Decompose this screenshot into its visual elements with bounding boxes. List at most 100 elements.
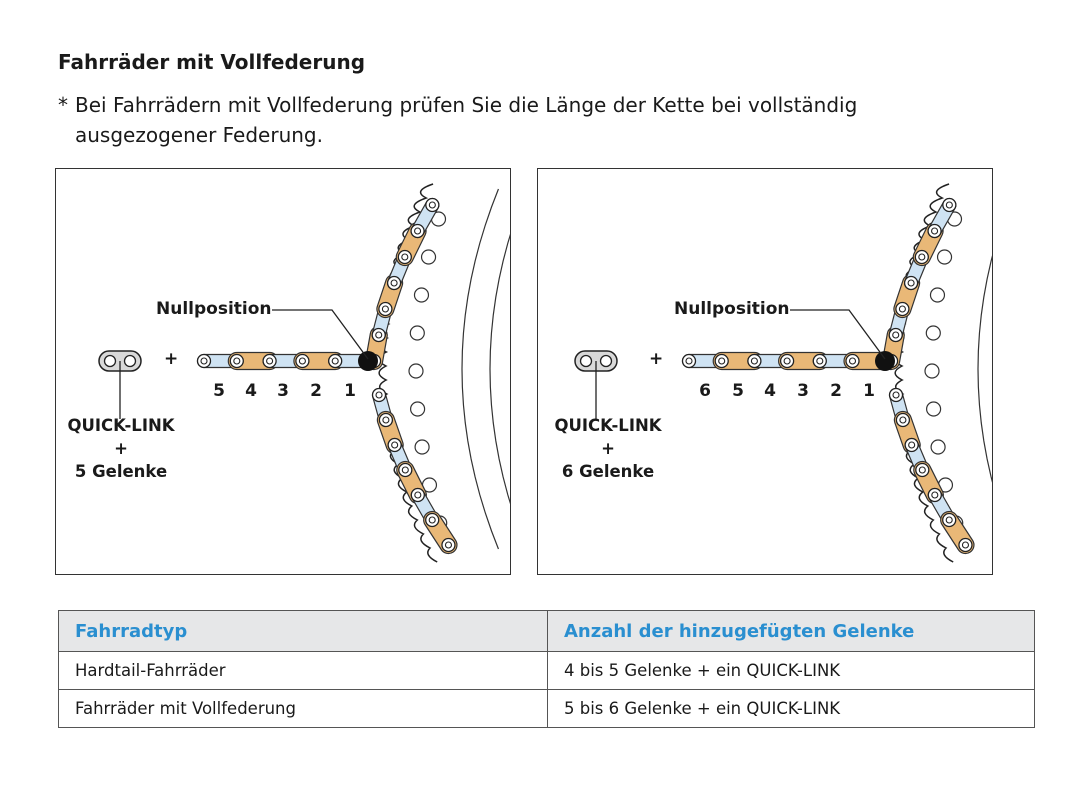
chain-pin-center xyxy=(391,441,399,449)
chainring-hole xyxy=(930,439,946,455)
chainring-teeth xyxy=(894,183,954,563)
added-links xyxy=(681,351,895,371)
chain-pin-center xyxy=(200,357,208,365)
chainring-hole xyxy=(414,439,430,455)
chain-pin-center xyxy=(907,279,915,287)
table-row: Fahrräder mit Vollfederung 5 bis 6 Gelen… xyxy=(58,689,1035,728)
zero-position-label: Nullposition xyxy=(674,299,790,319)
chainring-hole xyxy=(926,401,942,417)
table-header-cell: Anzahl der hinzugefügten Gelenke xyxy=(547,610,1035,652)
table-header-row: Fahrradtyp Anzahl der hinzugefügten Gele… xyxy=(58,610,1035,652)
chain-pin-center xyxy=(918,466,926,474)
chainring-hole xyxy=(409,325,425,341)
section-heading: Fahrräder mit Vollfederung xyxy=(58,50,366,74)
chainring xyxy=(378,183,510,563)
chainring-hole xyxy=(420,249,437,265)
chain-pin-center xyxy=(233,357,241,365)
zero-position-marker xyxy=(358,351,378,371)
chain-pin-center xyxy=(331,357,339,365)
wrapped-chain xyxy=(881,197,975,555)
chainring-hole xyxy=(936,249,953,265)
chain-pin-center xyxy=(908,441,916,449)
chain-diagram-5-links: Nullposition + 5 4 3 2 1 QUICK-LINK + 5 … xyxy=(55,168,511,575)
quick-link-icon xyxy=(574,350,618,419)
quick-link-label: QUICK-LINK + 6 Gelenke xyxy=(554,416,662,481)
added-links xyxy=(196,351,378,371)
chain-pin-center xyxy=(375,331,383,339)
chainring-hole xyxy=(410,401,426,417)
table-row: Hardtail-Fahrräder 4 bis 5 Gelenke + ein… xyxy=(58,651,1035,690)
quick-link-label: QUICK-LINK + 5 Gelenke xyxy=(67,416,175,481)
chainring-teeth xyxy=(378,183,438,563)
chain-pin-center xyxy=(401,253,409,261)
chain-pin-center xyxy=(961,541,970,549)
link-number: 1 xyxy=(344,381,356,401)
chain-pin-center xyxy=(918,253,926,261)
table-header-cell: Fahrradtyp xyxy=(58,610,548,652)
chain-pin-center xyxy=(401,466,409,474)
table-cell: 4 bis 5 Gelenke + ein QUICK-LINK xyxy=(547,651,1035,690)
chain-pin-center xyxy=(892,391,900,399)
chain-pin-center xyxy=(931,491,939,499)
quick-link-pin xyxy=(103,354,117,368)
link-count-table: Fahrradtyp Anzahl der hinzugefügten Gele… xyxy=(58,610,1035,728)
chain-pin-center xyxy=(898,305,906,313)
chain-pin-center xyxy=(428,201,436,209)
link-number: 3 xyxy=(797,381,809,401)
chain-pin-center xyxy=(382,416,390,424)
link-number: 2 xyxy=(830,381,842,401)
chain-pin-center xyxy=(390,279,398,287)
suspension-note: * Bei Fahrrädern mit Vollfederung prüfen… xyxy=(58,90,958,150)
chainring-detail xyxy=(461,188,500,550)
chainring-hole xyxy=(925,325,941,341)
chainring-hole xyxy=(924,363,940,379)
chain-pin-center xyxy=(945,516,953,524)
zero-position-marker xyxy=(875,351,895,371)
chain-illustration xyxy=(98,183,510,563)
chain-pin-center xyxy=(266,357,274,365)
link-number: 1 xyxy=(863,381,875,401)
quick-link-pin xyxy=(123,354,137,368)
link-number: 4 xyxy=(764,381,776,401)
link-number: 3 xyxy=(277,381,289,401)
table-cell: Fahrräder mit Vollfederung xyxy=(58,689,548,728)
leader-line xyxy=(272,309,369,360)
chain-pin-center xyxy=(428,516,436,524)
link-number: 4 xyxy=(245,381,257,401)
chain-pin-center xyxy=(899,416,907,424)
chainring-hole xyxy=(413,287,430,303)
table-cell: Hardtail-Fahrräder xyxy=(58,651,548,690)
quick-link-pin xyxy=(599,354,613,368)
quick-link-pin xyxy=(579,354,593,368)
link-number: 2 xyxy=(310,381,322,401)
chain-pin-center xyxy=(718,357,726,365)
chain-pin-center xyxy=(783,357,791,365)
table-cell: 5 bis 6 Gelenke + ein QUICK-LINK xyxy=(547,689,1035,728)
chainring-detail xyxy=(489,233,510,505)
chain-link-plate xyxy=(940,510,975,555)
link-number: 5 xyxy=(213,381,225,401)
chainring-detail xyxy=(977,255,992,483)
plus-sign: + xyxy=(164,349,179,369)
chain-pin-center xyxy=(414,491,422,499)
leader-line xyxy=(790,309,886,360)
plus-sign: + xyxy=(649,349,664,369)
chain-pin-center xyxy=(816,357,824,365)
chain-pin-center xyxy=(298,357,306,365)
chain-pin-center xyxy=(892,331,900,339)
note-text: Bei Fahrrädern mit Vollfederung prüfen S… xyxy=(75,93,858,147)
link-number: 5 xyxy=(732,381,744,401)
quick-link-icon xyxy=(98,350,142,419)
chain-pin-center xyxy=(375,391,383,399)
chain-pin-center xyxy=(931,227,939,235)
chain-pin-center xyxy=(444,541,453,549)
chain-pin-center xyxy=(848,357,857,365)
chainring-hole xyxy=(929,287,946,303)
note-asterisk: * xyxy=(58,93,68,117)
chain-pin-center xyxy=(685,357,693,365)
zero-position-label: Nullposition xyxy=(156,299,272,319)
chain-pin-center xyxy=(414,227,422,235)
chainring-hole xyxy=(408,363,424,379)
chain-pin-center xyxy=(945,201,953,209)
link-number: 6 xyxy=(699,381,711,401)
